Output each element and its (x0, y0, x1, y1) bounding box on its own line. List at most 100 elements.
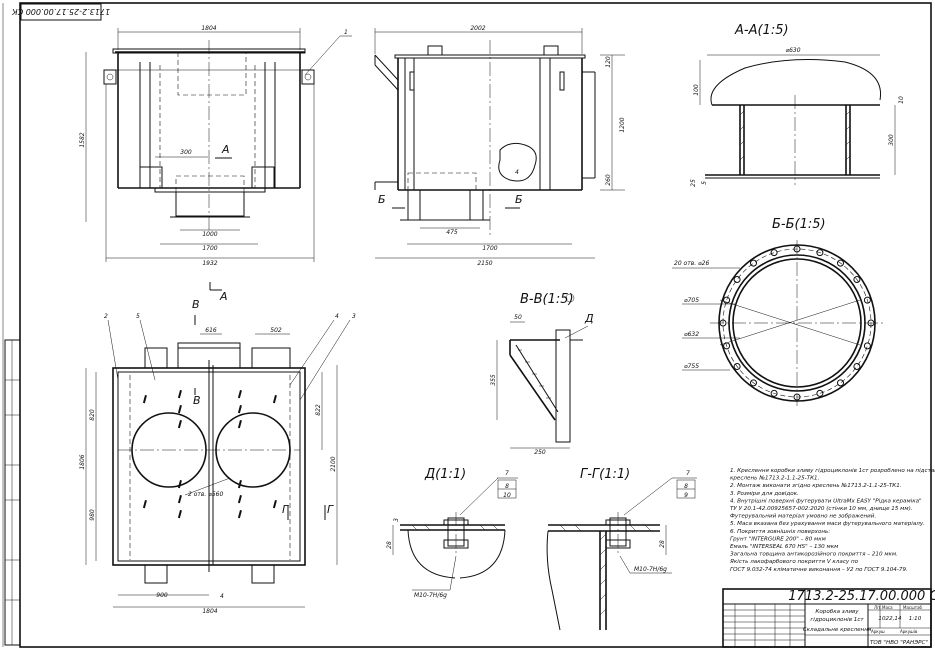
svg-text:20 отв. ⌀26: 20 отв. ⌀26 (674, 260, 709, 267)
note-line: Загальна товщина антикорозійного покритт… (730, 552, 898, 558)
bolt-hole (816, 249, 824, 257)
svg-text:1806: 1806 (79, 454, 86, 469)
svg-text:822: 822 (315, 404, 322, 416)
sheet-frame (19, 2, 932, 648)
svg-text:4: 4 (515, 169, 519, 176)
left-margin-strip (4, 339, 21, 646)
side-dimensions: 2002 120 1200 260 475 1700 2150 Б Б 4 (374, 25, 626, 267)
note-line: 2. Монтаж виконати згідно креслень №1713… (730, 483, 902, 489)
front-dimensions: 1804 1582 300 1000 1700 1932 А 1 А (79, 25, 352, 303)
svg-text:28: 28 (386, 541, 393, 549)
svg-text:1804: 1804 (202, 608, 217, 615)
view-d-title: Д(1:1) (424, 467, 466, 482)
svg-text:50: 50 (514, 314, 522, 321)
svg-text:502: 502 (270, 327, 282, 334)
bolt-hole (750, 259, 757, 267)
plan-slot (142, 500, 147, 509)
plan-slots (142, 389, 277, 519)
bolt-hole (853, 363, 861, 370)
front-view (103, 40, 315, 230)
svg-text:Б: Б (515, 193, 523, 206)
view-g-g: Г-Г(1:1) 28 М10-7Н/6g 7 8 9 (546, 467, 697, 631)
svg-text:2 отв. ⌀560: 2 отв. ⌀560 (188, 491, 223, 498)
bolt-hole (867, 319, 875, 327)
view-g-g-title: Г-Г(1:1) (580, 467, 630, 482)
note-line: Футерувальний матеріал умовно не зображе… (730, 514, 876, 520)
svg-text:Г: Г (282, 503, 289, 516)
svg-text:Г: Г (327, 503, 334, 516)
title-name-line1: Коробка зливу (815, 609, 859, 615)
plan-slot (272, 395, 277, 404)
title-block: 1713.2-25.17.00.000 СК Коробка зливу гід… (722, 588, 935, 648)
svg-text:10: 10 (503, 492, 511, 499)
svg-text:1932: 1932 (202, 260, 217, 267)
corner-stamp: 1713.2-25.17.00.000 СК (12, 3, 110, 21)
svg-text:1582: 1582 (79, 132, 86, 147)
plan-slot (177, 480, 182, 489)
svg-text:1804: 1804 (201, 25, 216, 32)
note-line: ГОСТ 9.032-74 кліматичне виконання – У2 … (730, 567, 908, 573)
bolt-hole (793, 393, 801, 401)
svg-text:1200: 1200 (619, 117, 626, 132)
svg-text:820: 820 (89, 409, 96, 421)
bolt-hole (853, 276, 861, 283)
plan-slot (237, 404, 242, 414)
svg-text:8: 8 (684, 483, 688, 490)
bolt-hole (733, 276, 741, 283)
note-line: ТУ У 20.1-42.00925657-002:2020 (стінки 1… (730, 506, 913, 512)
plan-slot (142, 394, 147, 404)
svg-text:Аркушів: Аркушів (900, 629, 918, 634)
svg-text:9: 9 (684, 492, 688, 499)
bolt-hole (719, 319, 727, 327)
view-v-v-title: В-В(1:5) (520, 292, 574, 307)
plan-slot (177, 509, 182, 519)
bolt-hole (750, 379, 757, 387)
svg-text:Д: Д (584, 312, 594, 325)
svg-text:Маса: Маса (882, 605, 893, 610)
svg-text:1000: 1000 (202, 231, 217, 238)
svg-text:616: 616 (205, 327, 217, 334)
svg-text:Масштаб: Масштаб (903, 605, 923, 610)
plan-slot (237, 495, 242, 504)
plan-slot (237, 419, 242, 429)
plan-view (112, 342, 306, 584)
bolt-hole (863, 296, 871, 304)
view-a-a: А-А(1:5) ⌀630 100 300 10 25 5 (690, 23, 905, 187)
note-line: 3. Розміри для довідок. (730, 491, 799, 497)
title-mass: 1022,14 (878, 616, 902, 622)
svg-text:4: 4 (335, 313, 339, 320)
svg-text:475: 475 (446, 229, 458, 236)
bolt-hole (863, 342, 871, 350)
bolt-hole (723, 296, 731, 304)
svg-text:⌀755: ⌀755 (684, 363, 699, 370)
svg-text:⌀705: ⌀705 (684, 297, 699, 304)
technical-notes: 1. Креслення коробки зливу гідроциклонів… (729, 468, 935, 573)
svg-text:В: В (192, 298, 200, 311)
svg-text:355: 355 (490, 374, 497, 386)
svg-text:2: 2 (104, 313, 108, 320)
plan-slot (177, 420, 182, 429)
svg-text:В: В (193, 394, 201, 407)
plan-dimensions: 616 502 1806 820 980 822 2100 2 отв. ⌀56… (79, 298, 356, 615)
title-scale: 1:10 (909, 616, 922, 622)
bolt-hole (793, 245, 801, 253)
view-a-a-title: А-А(1:5) (734, 23, 789, 38)
svg-text:3: 3 (393, 518, 400, 522)
view-b-b-title: Б-Б(1:5) (772, 217, 826, 232)
bolt-hole (770, 389, 778, 397)
svg-text:25: 25 (690, 179, 697, 187)
view-v-v: В-В(1:5) 50 355 250 Д (490, 292, 594, 456)
svg-text:3: 3 (352, 313, 356, 320)
svg-text:1700: 1700 (202, 245, 217, 252)
view-b-b: Б-Б(1:5) 20 отв. ⌀26 ⌀705 ⌀632 ⌀755 (672, 217, 884, 406)
svg-text:8: 8 (505, 483, 509, 490)
note-line: 6. Покриття зовнішніх поверхонь: (730, 529, 830, 535)
svg-text:А: А (221, 143, 230, 156)
plan-slot (237, 389, 242, 399)
svg-text:10: 10 (898, 96, 905, 104)
svg-text:900: 900 (156, 592, 168, 599)
svg-text:Б: Б (378, 193, 386, 206)
bolt-holes (719, 245, 875, 401)
note-line: 4. Внутрішні поверхні футерувати UltraMx… (730, 498, 922, 504)
